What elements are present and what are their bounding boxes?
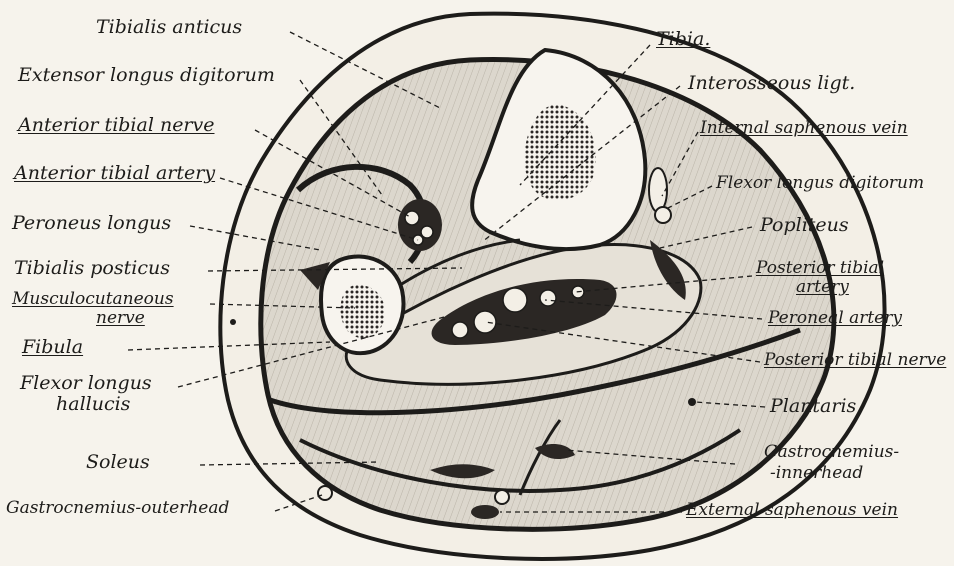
posterior-tibial-nerve-text: Posterior tibial nerve	[764, 350, 946, 370]
label-interosseous-ligt: Interosseous ligt.	[688, 74, 855, 93]
label-anterior-tibial-nerve: Anterior tibial nerve	[18, 116, 215, 135]
label-gastrocnemius-outerhead: Gastrocnemius-outerhead	[6, 500, 229, 517]
label-tibia: Tibia.	[656, 30, 710, 49]
artery-text: artery	[796, 277, 849, 297]
internal-saphenous-vein-text: Internal saphenous vein	[700, 118, 908, 138]
label-tibialis-posticus: Tibialis posticus	[14, 259, 170, 278]
anterior-tibial-nerve-text: Anterior tibial nerve	[18, 114, 215, 136]
label-flexor-longus-digitorum: Flexor longus digitorum	[716, 175, 924, 192]
peroneal-artery-text: Peroneal artery	[768, 308, 902, 328]
fibula-text: Fibula	[22, 336, 83, 358]
label-anterior-tibial-artery: Anterior tibial artery	[14, 164, 215, 183]
label-popliteus: Popliteus	[760, 216, 849, 235]
label-posterior-tibial-artery-2: artery	[796, 279, 849, 296]
label-musculocutaneous-nerve-1: Musculocutaneous	[12, 291, 174, 308]
label-posterior-tibial-nerve: Posterior tibial nerve	[764, 352, 946, 369]
label-peroneal-artery: Peroneal artery	[768, 310, 902, 327]
label-gastrocnemius-innerhead-2: -innerhead	[770, 465, 863, 482]
label-peroneus-longus: Peroneus longus	[12, 214, 171, 233]
label-soleus: Soleus	[86, 453, 150, 472]
anterior-tibial-bundle	[398, 199, 442, 251]
external-saphenous-vein-text: External saphenous vein	[686, 500, 898, 520]
label-flexor-longus-hallucis-1: Flexor longus	[20, 374, 152, 393]
plantaris-dot	[688, 398, 696, 406]
posterior-tibial-text: Posterior tibial	[756, 258, 884, 278]
anterior-tibial-artery-text: Anterior tibial artery	[14, 162, 215, 184]
label-posterior-tibial-artery-1: Posterior tibial	[756, 260, 884, 277]
label-flexor-longus-hallucis-2: hallucis	[56, 395, 130, 414]
label-tibialis-anticus: Tibialis anticus	[96, 18, 242, 37]
label-external-saphenous-vein: External saphenous vein	[686, 502, 898, 519]
tibia-text: Tibia.	[656, 28, 710, 50]
label-musculocutaneous-nerve-2: nerve	[96, 310, 145, 327]
label-fibula: Fibula	[22, 338, 83, 357]
nerve-text: nerve	[96, 308, 145, 328]
label-internal-saphenous-vein: Internal saphenous vein	[700, 120, 908, 137]
label-plantaris: Plantaris	[770, 397, 856, 416]
label-extensor-longus-digitorum: Extensor longus digitorum	[18, 66, 275, 85]
musculocutaneous-text: Musculocutaneous	[12, 289, 174, 309]
lateral-dot	[230, 319, 236, 325]
label-gastrocnemius-innerhead-1: Gastrocnemius-	[764, 444, 899, 461]
